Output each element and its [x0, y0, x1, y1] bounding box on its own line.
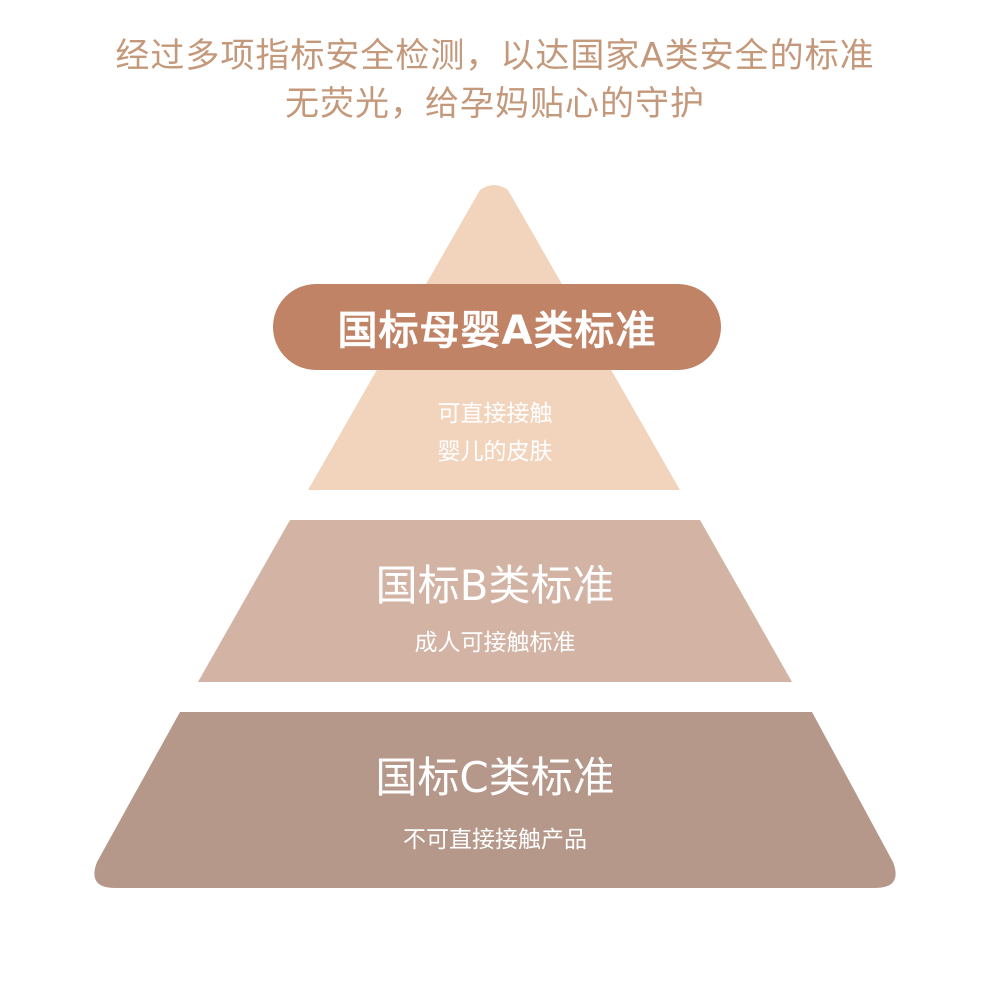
tier-b-title: 国标B类标准 — [375, 561, 615, 610]
pyramid-middle-tier — [198, 520, 792, 682]
tier-b-description: 成人可接触标准 — [414, 630, 576, 656]
headline-line-2: 无荧光，给孕妈贴心的守护 — [285, 84, 705, 124]
tier-a-description-line-1: 可直接接触 — [437, 401, 553, 427]
pyramid-bottom-tier — [94, 712, 896, 888]
tier-c-title: 国标C类标准 — [375, 753, 615, 802]
tier-c-description: 不可直接接触产品 — [403, 827, 587, 853]
headline-line-1: 经过多项指标安全检测，以达国家A类安全的标准 — [115, 36, 875, 76]
tier-a-description-line-2: 婴儿的皮肤 — [437, 439, 553, 465]
tier-a-badge: 国标母婴A类标准 — [273, 284, 721, 370]
tier-a-badge-label: 国标母婴A类标准 — [337, 308, 657, 354]
